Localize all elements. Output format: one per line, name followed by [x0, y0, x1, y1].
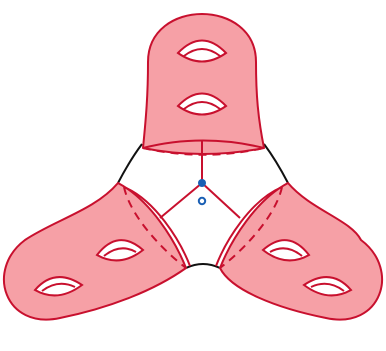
arm-left-body [4, 183, 186, 320]
core-curve-upper-left [118, 144, 142, 183]
arm-top-body [143, 14, 264, 154]
arm-top [143, 14, 264, 155]
core-curve-bottom [186, 264, 220, 268]
center-vertex [198, 179, 206, 187]
base-point [199, 198, 205, 204]
arm-left [4, 183, 190, 320]
core-curve-upper-right [264, 144, 288, 183]
arm-right [216, 183, 382, 320]
spine-edge-left [160, 183, 202, 218]
spine-edge-right [202, 183, 240, 218]
